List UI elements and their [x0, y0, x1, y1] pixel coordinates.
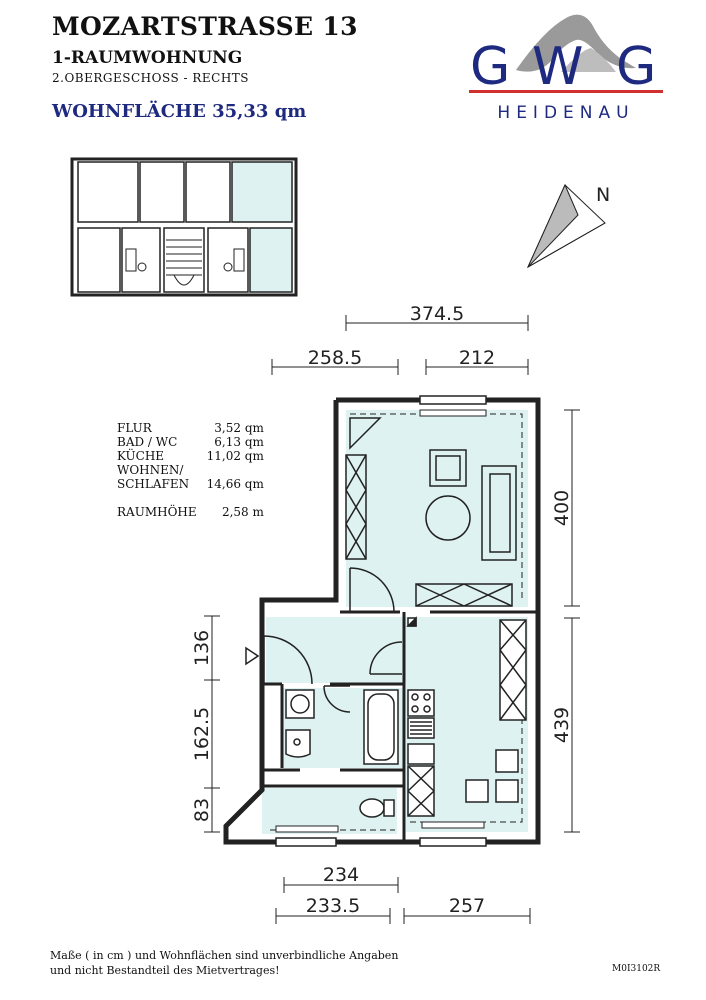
dimension-lines	[204, 315, 580, 924]
disclaimer-line: Maße ( in cm ) und Wohnflächen sind unve…	[50, 949, 399, 962]
sofa	[481, 465, 517, 561]
dim-bottom-1: 234	[323, 864, 359, 886]
room-row: WOHNEN/	[117, 463, 264, 477]
room-name: FLUR	[117, 421, 152, 435]
corner-shelf	[349, 417, 382, 450]
room-living	[346, 410, 528, 607]
door-swing	[263, 635, 313, 685]
door-swing	[349, 567, 395, 613]
dim-right-lower: 439	[551, 707, 573, 743]
wardrobe	[345, 454, 367, 560]
kitchen-chair	[465, 779, 489, 803]
round-table	[425, 495, 471, 541]
logo-letter: G	[616, 37, 656, 97]
logo-mountains	[516, 14, 636, 72]
dim-left-1: 136	[191, 630, 213, 666]
building-key-plan	[70, 157, 298, 297]
room-area: 11,02 qm	[206, 449, 264, 463]
floor-label: 2.OBERGESCHOSS - RECHTS	[52, 71, 250, 85]
dim-left-2: 162.5	[191, 707, 213, 761]
room-hall	[266, 617, 406, 683]
armchair	[429, 449, 467, 487]
room-name: SCHLAFEN	[117, 477, 190, 491]
unit-type: 1-RAUMWOHNUNG	[52, 48, 243, 68]
room-name: WOHNEN/	[117, 463, 184, 477]
door-swing	[369, 641, 403, 675]
entrance-marker	[245, 646, 260, 666]
compass-north-label: N	[596, 184, 610, 206]
dim-top-right: 212	[459, 347, 495, 369]
highlighted-unit	[231, 161, 293, 223]
highlighted-unit	[249, 227, 293, 293]
dim-top-left: 258.5	[308, 347, 362, 369]
dim-bottom-right: 257	[449, 895, 485, 917]
door-swing	[323, 685, 351, 713]
living-area: WOHNFLÄCHE 35,33 qm	[52, 101, 307, 122]
plan-code: M0I3102R	[612, 964, 661, 974]
room-row: FLUR 3,52 qm	[117, 421, 264, 435]
compass-arrow-shade	[527, 183, 579, 268]
dim-bottom-left: 233.5	[306, 895, 360, 917]
dim-left-3: 83	[191, 798, 213, 822]
dim-right-upper: 400	[551, 490, 573, 526]
toilet	[359, 798, 385, 818]
room-row: SCHLAFEN 14,66 qm	[117, 477, 264, 491]
room-name: BAD / WC	[117, 435, 178, 449]
floor-plan: 374.5 258.5 212 400 439 136 162.5 83 234…	[191, 303, 580, 924]
ceiling-label: RAUMHÖHE	[117, 505, 197, 519]
ceiling-row: RAUMHÖHE 2,58 m	[117, 505, 264, 519]
sink	[407, 743, 435, 765]
logo-letter: W	[532, 37, 583, 97]
room-area: 3,52 qm	[214, 421, 264, 435]
room-row: KÜCHE 11,02 qm	[117, 449, 264, 463]
kitchen-chair	[495, 749, 519, 773]
disclaimer-note: Maße ( in cm ) und Wohnflächen sind unve…	[50, 948, 398, 978]
logo-red-line	[469, 90, 663, 93]
counter	[407, 717, 435, 739]
logo-mountains	[561, 48, 616, 72]
kitchen-chair	[495, 779, 519, 803]
room-area: 14,66 qm	[206, 477, 264, 491]
outer-wall	[223, 400, 396, 845]
gwg-logo: G W G HEIDENAU	[469, 14, 663, 123]
room-list: FLUR 3,52 qm BAD / WC 6,13 qm KÜCHE 11,02 q…	[117, 421, 264, 519]
dim-top-total: 374.5	[410, 303, 464, 325]
address-title: MOZARTSTRASSE 13	[52, 12, 358, 41]
radiator	[275, 825, 339, 833]
radiator	[419, 409, 487, 417]
logo-city: HEIDENAU	[497, 103, 634, 123]
room-name: KÜCHE	[117, 449, 165, 463]
logo-letter: G	[470, 37, 510, 97]
north-compass: N	[526, 183, 610, 269]
ceiling-value: 2,58 m	[221, 505, 264, 519]
disclaimer-line: und nicht Bestandteil des Mietvertrages!	[50, 964, 280, 977]
stove	[407, 689, 435, 717]
room-area: 6,13 qm	[214, 435, 264, 449]
room-row: BAD / WC 6,13 qm	[117, 435, 264, 449]
radiator	[421, 821, 485, 829]
